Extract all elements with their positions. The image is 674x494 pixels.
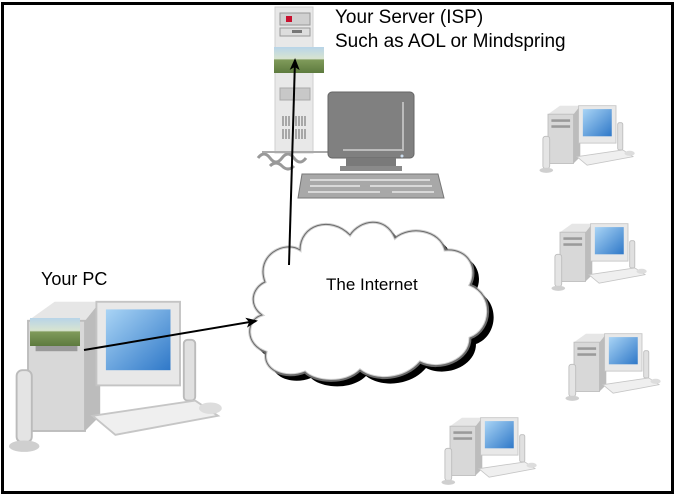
arrow-pc-to-internet: [83, 317, 258, 351]
server-tower: [274, 6, 324, 154]
pc-photo: [30, 318, 80, 346]
arrow-internet-to-server: [288, 58, 300, 266]
other-computer: [441, 417, 538, 486]
internet-cloud: [248, 220, 494, 387]
pc-label: Your PC: [41, 269, 108, 289]
server-subtitle: Such as AOL or Mindspring: [335, 31, 566, 52]
server-photo: [274, 47, 324, 73]
server-keyboard: [297, 173, 445, 199]
internet-label: The Internet: [326, 275, 418, 294]
server-cable: [256, 152, 308, 171]
other-computer: [551, 223, 648, 292]
other-computer: [539, 105, 636, 174]
server-monitor: [327, 91, 415, 171]
other-computer: [565, 333, 662, 402]
server-title: Your Server (ISP): [335, 7, 484, 28]
